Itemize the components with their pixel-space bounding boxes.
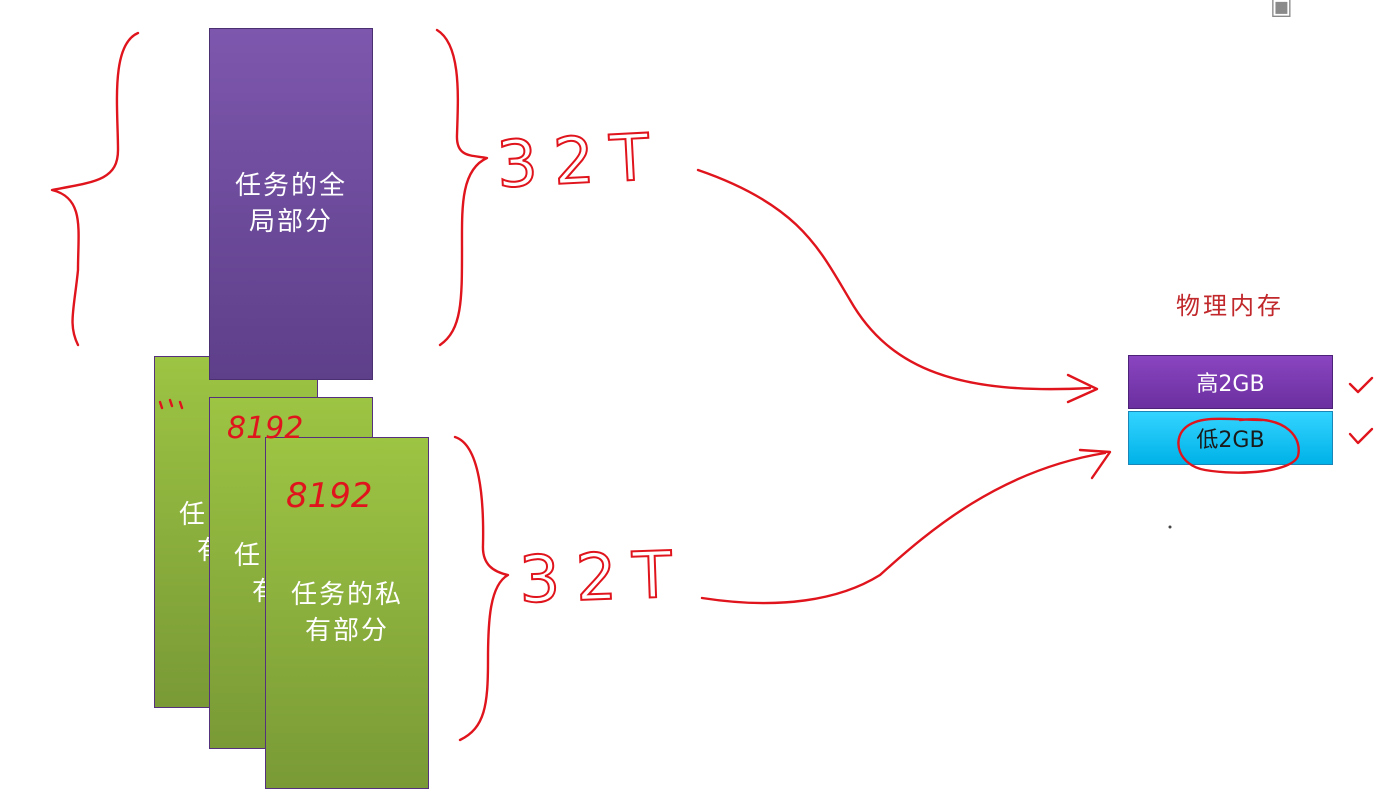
corner-logo: ▣ — [1270, 0, 1293, 20]
bottom-right-brace — [453, 435, 510, 742]
left-brace — [50, 31, 140, 347]
private-part-block-3: 任务的私 有部分 — [265, 437, 429, 789]
memory-low-2gb: 低2GB — [1128, 411, 1333, 465]
check-mark-high — [1348, 376, 1374, 394]
physical-memory-title: 物理内存 — [1176, 292, 1284, 320]
memory-high-2gb: 高2GB — [1128, 355, 1333, 409]
global-part-block: 任务的全 局部分 — [209, 28, 373, 380]
global-part-label: 任务的全 局部分 — [234, 171, 347, 237]
top-size-label: 32T — [495, 120, 667, 203]
arrow-head-low — [1078, 448, 1112, 480]
arrow-head-high — [1066, 373, 1099, 404]
bottom-size-label: 32T — [518, 538, 689, 618]
arrow-to-low-memory — [700, 451, 1107, 605]
check-mark-low — [1348, 427, 1374, 445]
arrow-to-high-memory — [696, 168, 1092, 391]
dot-mark — [1168, 525, 1172, 529]
private-part-label: 任务的私 有部分 — [290, 580, 403, 646]
top-right-brace — [435, 28, 489, 347]
